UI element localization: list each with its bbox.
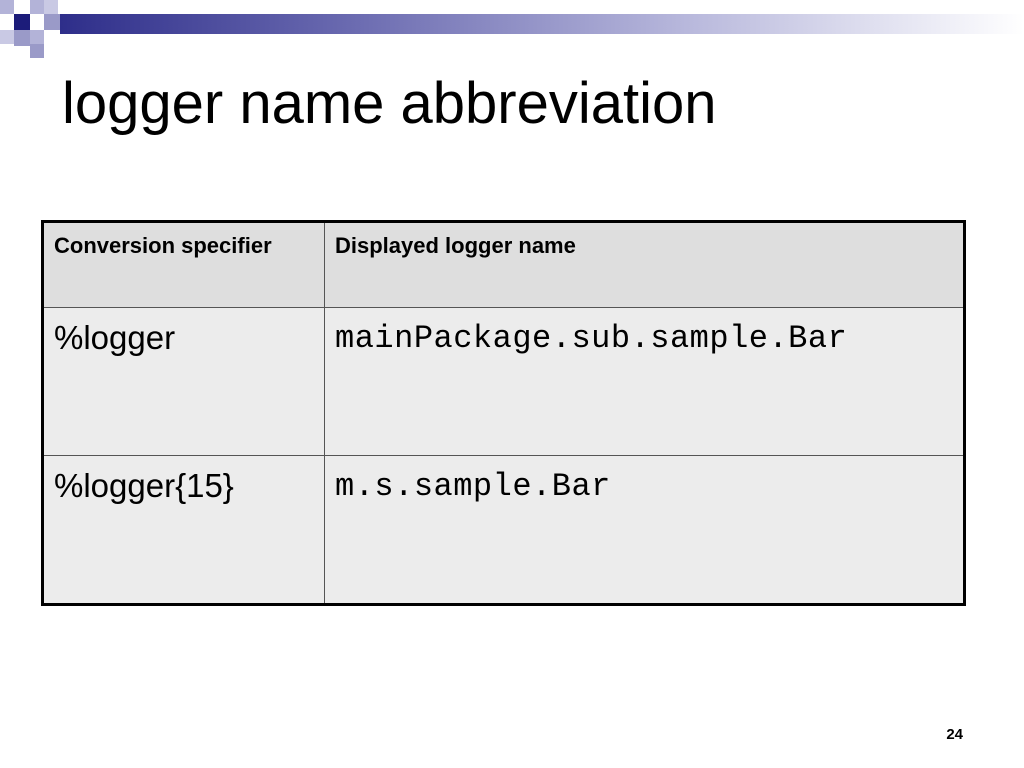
table-row: %logger mainPackage.sub.sample.Bar (42, 307, 965, 456)
slide-title: logger name abbreviation (62, 71, 717, 136)
specifier-cell: %logger{15} (42, 455, 325, 605)
table-header-row: Conversion specifier Displayed logger na… (42, 221, 965, 308)
specifier-cell: %logger (42, 307, 325, 456)
corner-decoration-icon (0, 0, 60, 58)
table-row: %logger{15} m.s.sample.Bar (42, 455, 965, 605)
header-conversion-specifier: Conversion specifier (42, 221, 325, 308)
displayed-name-cell: m.s.sample.Bar (324, 455, 965, 605)
header-gradient-bar (60, 14, 1024, 34)
header-displayed-logger-name: Displayed logger name (324, 221, 965, 308)
page-number: 24 (946, 726, 963, 743)
displayed-name-cell: mainPackage.sub.sample.Bar (324, 307, 965, 456)
conversion-table: Conversion specifier Displayed logger na… (41, 220, 966, 606)
